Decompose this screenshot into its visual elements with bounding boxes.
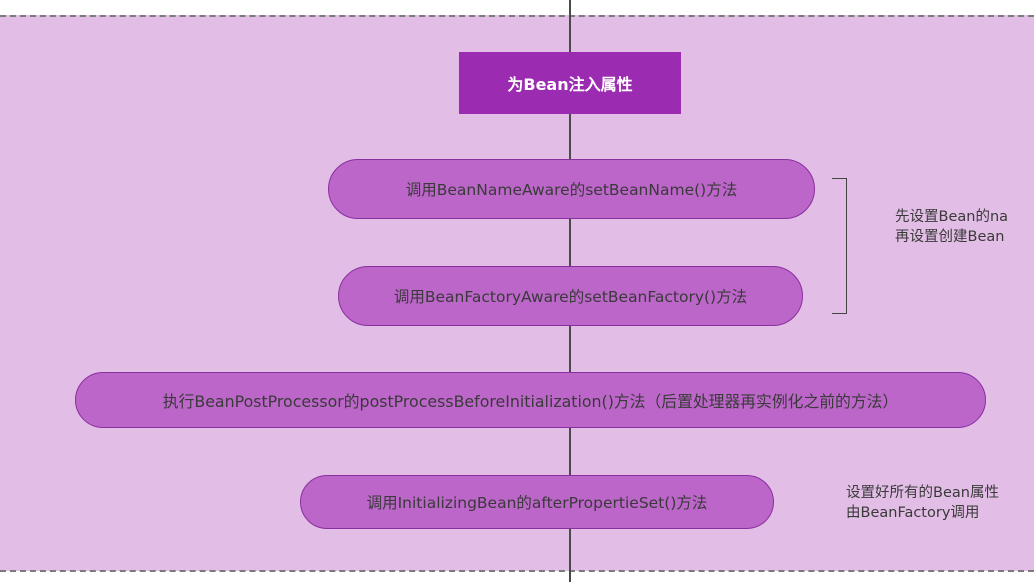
note-line: 再设置创建Bean: [895, 229, 1005, 245]
initializing-note: 设置好所有的Bean属性 由BeanFactory调用: [846, 483, 999, 523]
phase-title: 为Bean注入属性: [459, 52, 681, 114]
step-post-process-before-init: 执行BeanPostProcessor的postProcessBeforeIni…: [75, 372, 986, 428]
top-dashed-divider: [0, 15, 1034, 17]
step-after-properties-set: 调用InitializingBean的afterPropertieSet()方法: [300, 475, 774, 529]
note-line: 先设置Bean的na: [895, 209, 1009, 225]
step-set-bean-factory: 调用BeanFactoryAware的setBeanFactory()方法: [338, 266, 803, 326]
bottom-dashed-divider: [0, 570, 1034, 572]
note-line: 由BeanFactory调用: [846, 505, 980, 521]
aware-group-bracket: [832, 178, 847, 314]
aware-group-note: 先设置Bean的na 再设置创建Bean: [895, 207, 1008, 247]
note-line: 设置好所有的Bean属性: [846, 485, 999, 501]
step-set-bean-name: 调用BeanNameAware的setBeanName()方法: [328, 159, 815, 219]
